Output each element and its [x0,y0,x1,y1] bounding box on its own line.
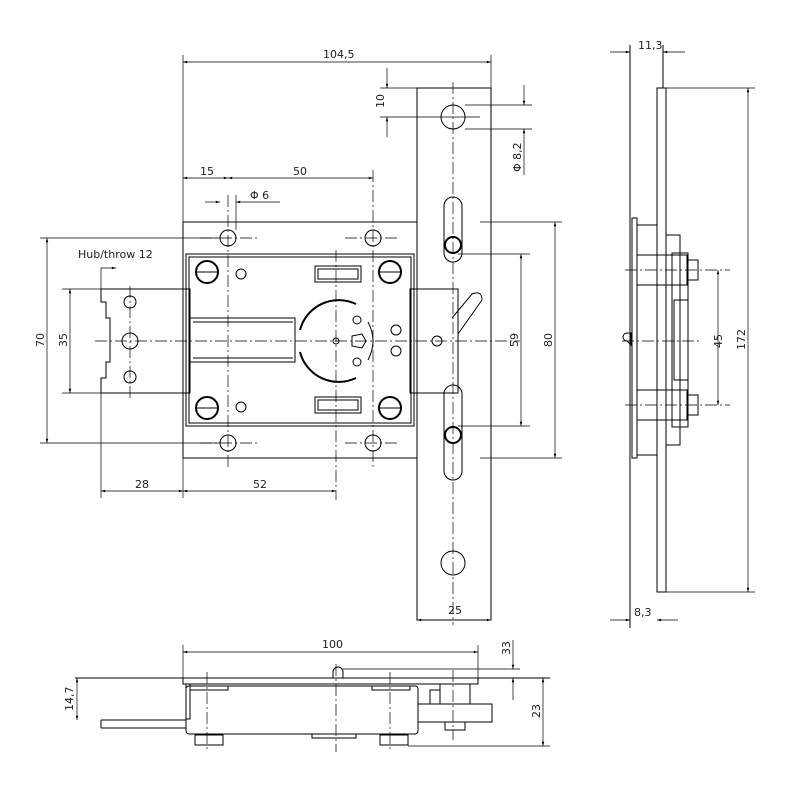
dim-depth-bottom: 8,3 [634,606,652,619]
back-plate [182,170,417,470]
dim-depth-top: 11,3 [638,39,663,52]
dim-overall-width: 104,5 [323,48,355,61]
dim-bolt-thickness: 14,7 [63,687,76,712]
dim-bolt-height: 35 [57,333,70,347]
dim-total-depth: 23 [530,704,543,718]
dim-top-hole-offset: 10 [374,94,387,108]
side-view: 11,3 8,3 45 172 [610,39,755,628]
lock-case [185,253,415,427]
front-view: Hub/throw 12 104,5 15 50 Φ 6 10 Φ 8,2 70… [34,48,562,625]
dim-faceplate-width: 25 [448,604,462,617]
dim-hole-offset: 15 [200,165,214,178]
dim-faceplate-length: 172 [735,329,748,350]
dim-hole-spacing: 50 [293,165,307,178]
dim-faceplate-hole: Φ 8,2 [511,142,524,172]
faceplate [416,82,492,625]
dim-backset-bolt: 28 [135,478,149,491]
deadbolt [100,286,296,400]
dim-case-height: 59 [508,333,521,347]
dim-backset: 52 [253,478,267,491]
hub-throw-note: Hub/throw 12 [78,248,153,261]
dim-outer-height: 70 [34,333,47,347]
bottom-view: 100 33 14,7 23 [63,638,550,752]
dim-length: 100 [322,638,343,651]
dim-offset: 33 [500,641,513,655]
dim-plate-height: 80 [542,333,555,347]
screw-heads [195,260,402,420]
dim-screw-spacing: 45 [712,334,725,348]
dim-hole-diameter: Φ 6 [250,189,269,202]
